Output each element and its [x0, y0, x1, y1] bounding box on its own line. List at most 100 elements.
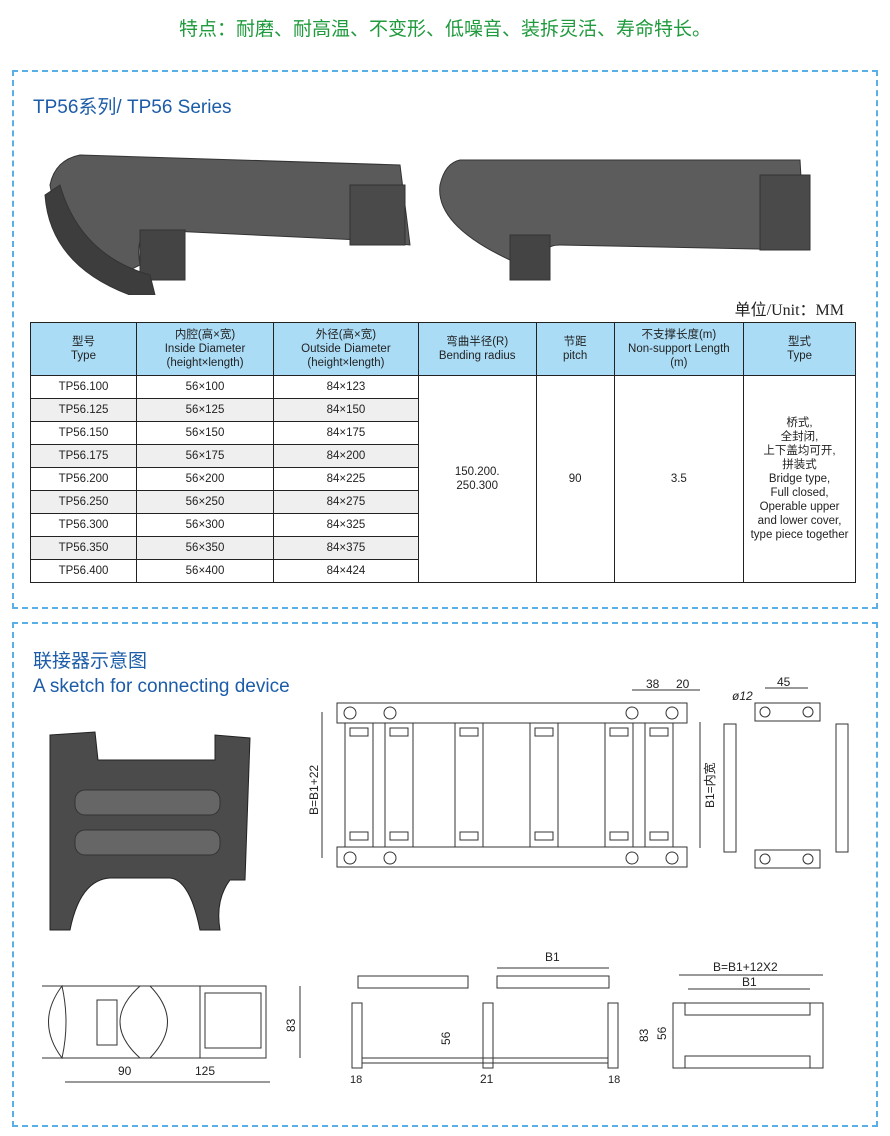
sketch-title-cn: 联接器示意图 [33, 651, 148, 672]
table-cell: 56×250 [136, 490, 274, 514]
profile-drawing: 90 125 83 [42, 984, 301, 1083]
column-header: 型式 Type [743, 322, 856, 376]
pitch-cell: 90 [535, 375, 615, 583]
table-cell: TP56.250 [29, 490, 138, 514]
dim-b1-section: B1 [742, 975, 757, 989]
table-cell: TP56.350 [29, 536, 138, 560]
series-title: TP56系列/ TP56 Series [33, 97, 232, 118]
header-line: Type [71, 350, 96, 362]
header-line: (height×length) [166, 357, 244, 369]
header-line: (m) [670, 357, 688, 369]
type-desc-cell-line: Full closed, [770, 487, 829, 499]
dim-83-right: 83 [637, 1028, 651, 1042]
chain-link [529, 722, 559, 848]
type-desc-cell: 桥式, 全封闭, 上下盖均可开, 拼装式 Bridge type, Full closed… [743, 375, 856, 583]
column-header: 内腔(高×宽)Inside Diameter(height×length) [136, 322, 274, 376]
dim-diameter-12: ø12 [732, 689, 753, 703]
column-header: 节距 pitch [535, 322, 615, 376]
table-cell: TP56.100 [29, 375, 138, 399]
chain-link [384, 722, 414, 848]
header-line: Type [787, 350, 812, 362]
section-view-drawing: B=B1+12X2 B1 83 56 [637, 960, 824, 1069]
table-cell: 84×175 [273, 421, 419, 445]
type-desc-cell-line: 全封闭, [780, 431, 819, 443]
drag-chain-photo-1 [44, 154, 411, 295]
table-cell: 56×125 [136, 398, 274, 422]
table-cell: 56×200 [136, 467, 274, 491]
dim-90: 90 [118, 1064, 132, 1078]
table-cell: 56×350 [136, 536, 274, 560]
dim-20: 20 [676, 677, 690, 691]
front-view-drawing: B1 56 18 21 18 [350, 950, 620, 1086]
bending-radius-cell-line: 250.300 [456, 480, 498, 492]
table-cell: 84×424 [273, 559, 419, 583]
features-headline: 特点：耐磨、耐高温、不变形、低噪音、装拆灵活、寿命特长。 [178, 18, 711, 40]
dim-125: 125 [195, 1064, 215, 1078]
header-line: pitch [562, 350, 588, 362]
header-line: 型号 [72, 336, 96, 348]
table-cell: 56×150 [136, 421, 274, 445]
table-cell: 84×275 [273, 490, 419, 514]
pitch-cell-line: 90 [568, 473, 582, 485]
drag-chain-photo-2 [439, 159, 811, 281]
chain-link [644, 722, 674, 848]
dim-21: 21 [480, 1072, 494, 1086]
column-header: 不支撑长度(m) Non-support Length (m) [613, 322, 745, 376]
table-cell: 56×175 [136, 444, 274, 468]
dim-18-right: 18 [608, 1074, 620, 1086]
connector-photo [49, 731, 251, 931]
dim-b1-front: B1 [545, 950, 560, 964]
dim-56-right: 56 [655, 1026, 669, 1040]
header-line: 型式 [788, 336, 812, 348]
dim-b-total: B=B1+22 [307, 765, 321, 815]
table-cell: 84×325 [273, 513, 419, 537]
side-view-drawing: 45 ø12 [723, 675, 849, 869]
header-line: Non-support Length [628, 343, 730, 355]
column-header: 型号 Type [29, 322, 138, 376]
column-header: 外径(高×宽)Outside Diameter(height×length) [273, 322, 419, 376]
dim-56-front: 56 [439, 1031, 453, 1045]
type-desc-cell-line: Operable upper [759, 501, 840, 513]
sketch-title-en: A sketch for connecting device [33, 676, 290, 697]
table-cell: TP56.125 [29, 398, 138, 422]
header-line: 弯曲半径(R) [446, 336, 509, 348]
type-desc-cell-line: 拼装式 [782, 459, 817, 471]
column-header: 弯曲半径(R) Bending radius [417, 322, 537, 376]
bending-radius-cell-line: 150.200. [454, 466, 500, 478]
dim-38: 38 [646, 677, 660, 691]
table-cell: 84×123 [273, 375, 419, 399]
bending-radius-cell: 150.200. 250.300 [417, 375, 537, 583]
header-line: 外径(高×宽) [315, 329, 377, 341]
table-cell: 84×200 [273, 444, 419, 468]
type-desc-cell-line: and lower cover, [757, 515, 842, 527]
table-cell: TP56.200 [29, 467, 138, 491]
header-line: Outside Diameter [301, 343, 391, 355]
dim-b1-inner: B1=内宽 [702, 762, 717, 808]
dim-83-left: 83 [284, 1018, 298, 1032]
table-cell: TP56.150 [29, 421, 138, 445]
header-line: 节距 [563, 336, 587, 348]
table-cell: TP56.300 [29, 513, 138, 537]
table-cell: TP56.175 [29, 444, 138, 468]
dim-b-sum: B=B1+12X2 [713, 960, 778, 974]
non-support-length-cell-line: 3.5 [670, 473, 687, 485]
type-desc-cell-line: Bridge type, [768, 473, 831, 485]
chain-link [604, 722, 634, 848]
series-panel [12, 70, 878, 609]
chain-link [344, 722, 374, 848]
header-line: Inside Diameter [164, 343, 246, 355]
dim-18-left: 18 [350, 1074, 362, 1086]
chain-link [454, 722, 484, 848]
header-line: 不支撑长度(m) [641, 329, 717, 341]
header-line: Bending radius [438, 350, 516, 362]
table-cell: 84×225 [273, 467, 419, 491]
type-desc-cell-line: 上下盖均可开, [763, 445, 836, 457]
type-desc-cell-line: 桥式, [786, 417, 813, 429]
top-view-drawing: 38 20 B=B1+22 B1=内宽 [307, 677, 717, 868]
